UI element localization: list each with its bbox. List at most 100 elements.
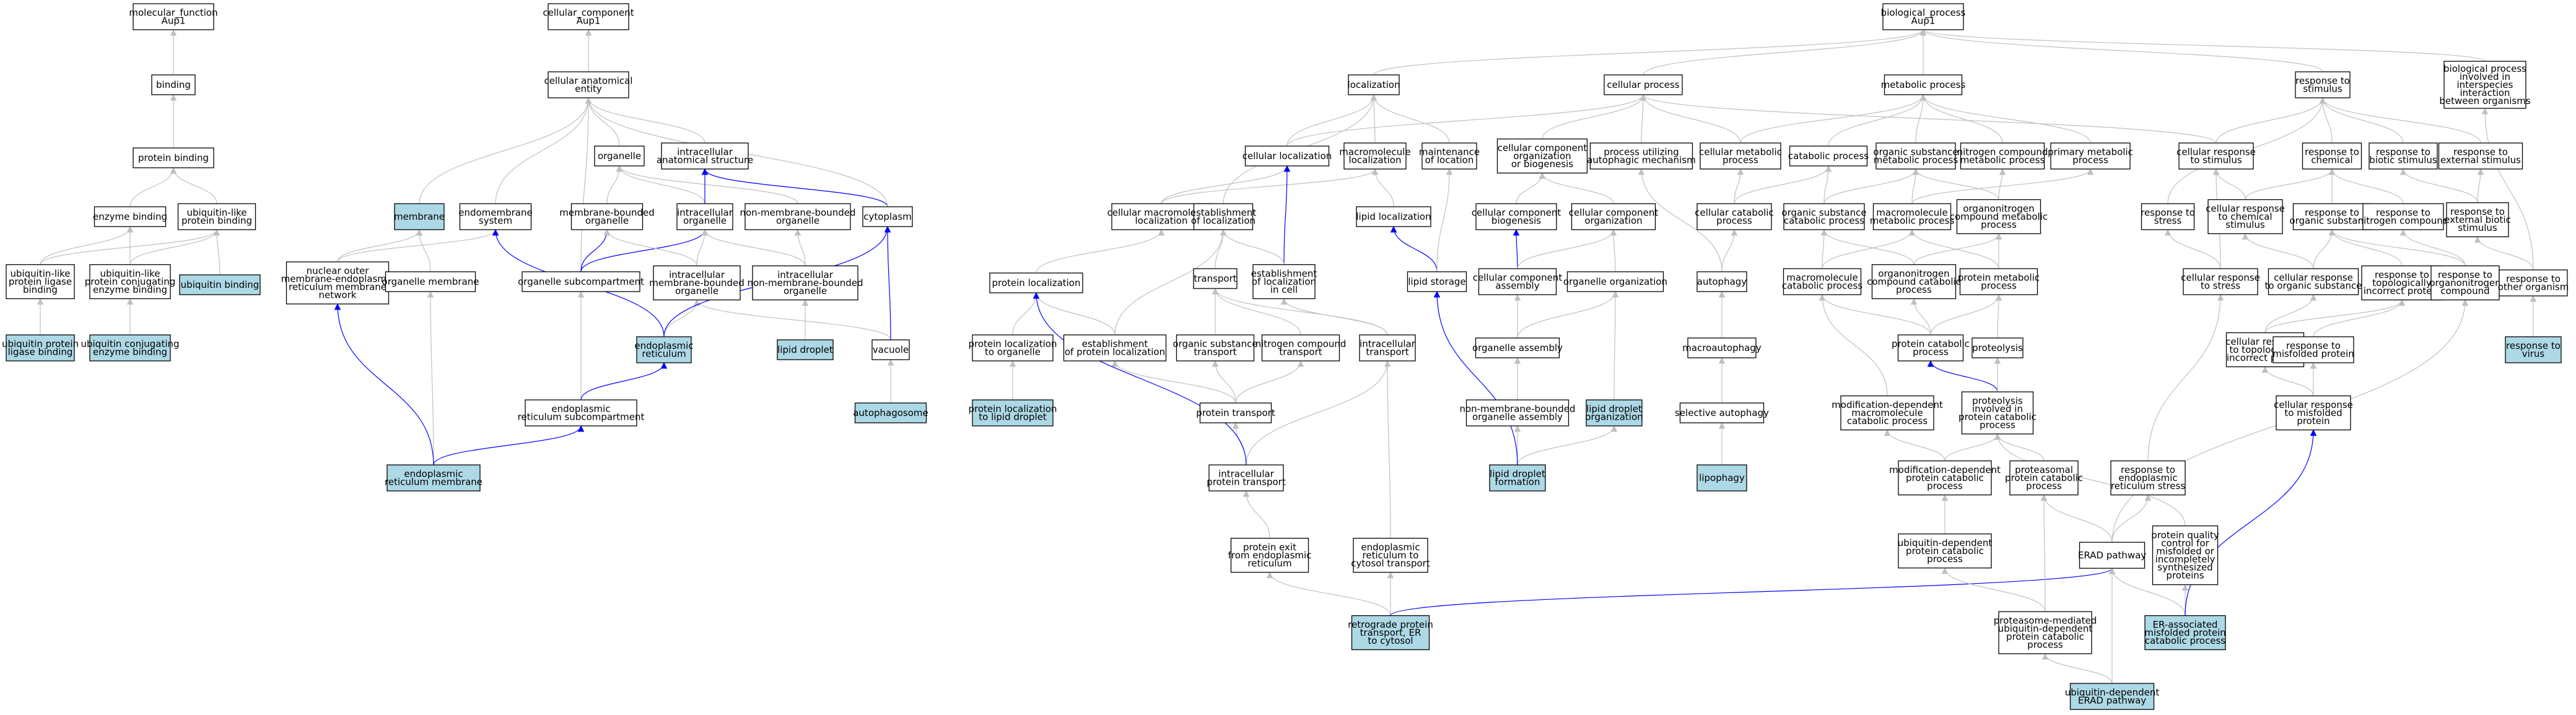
term-node-org_organization[interactable]: organelle organization [1563,271,1667,292]
term-node-proteolysis[interactable]: proteolysis [1971,337,2024,358]
term-node-org_subcomp[interactable]: organelle subcompartment [518,271,644,292]
term-node-organelle[interactable]: organelle [594,145,645,167]
term-node-cellular_process[interactable]: cellular process [1604,74,1683,95]
term-node-protein_binding[interactable]: protein binding [133,147,214,168]
term-node-lipid_storage[interactable]: lipid storage [1407,271,1467,292]
term-node-org_assembly[interactable]: organelle assembly [1472,337,1563,358]
term-node-cytoplasm[interactable]: cytoplasm [862,206,913,227]
term-node-autophagosome[interactable]: autophagosome [853,402,928,423]
term-node-lipid_loc[interactable]: lipid localization [1356,206,1431,227]
term-node-macroautophagy[interactable]: macroautophagy [1682,337,1762,358]
term-node-lipophagy[interactable]: lipophagy [1696,464,1747,492]
term-node-selective_autophagy[interactable]: selective autophagy [1675,402,1769,423]
term-node-localization[interactable]: localization [1348,74,1400,95]
term-node-autophagy[interactable]: autophagy [1696,271,1747,292]
term-node-catabolic[interactable]: catabolic process [1788,145,1869,167]
term-node-binding[interactable]: binding [151,74,196,95]
term-node-metabolic_process[interactable]: metabolic process [1881,74,1966,95]
term-node-membrane[interactable]: membrane [394,203,445,230]
term-node-nuclear_outer[interactable]: nuclear outermembrane-endoplasmicreticul… [281,261,395,305]
term-node-vacuole[interactable]: vacuole [871,339,910,360]
term-node-enzyme_binding[interactable]: enzyme binding [93,206,167,227]
term-node-moddep_macromol_catab[interactable]: modification-dependentmacromoleculecatab… [1832,395,1943,431]
term-node-transport[interactable]: transport [1193,268,1238,289]
term-node-org_membrane[interactable]: organelle membrane [382,271,479,292]
term-node-cellular_localization[interactable]: cellular localization [1242,145,1332,167]
term-node-intra_nmbo[interactable]: intracellularnon-membrane-boundedorganel… [747,265,863,301]
term-node-lipid_droplet[interactable]: lipid droplet [777,339,834,360]
term-node-protein_transport[interactable]: protein transport [1196,402,1275,423]
